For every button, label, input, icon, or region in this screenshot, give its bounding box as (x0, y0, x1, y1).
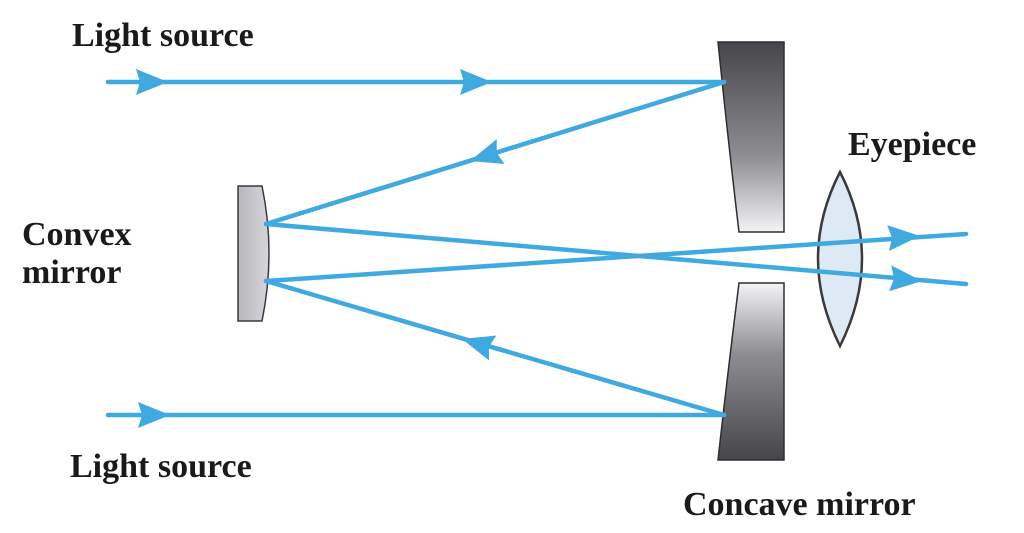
arrow-reflected-bottom (462, 335, 497, 361)
arrow-reflected-top (470, 139, 505, 164)
concave-mirror (717, 41, 785, 461)
arrow-bottom-left (138, 402, 170, 428)
ray-bottom-reflected (263, 278, 727, 418)
eyepiece-lens (816, 169, 864, 349)
ray-lower-to-eyepiece (263, 221, 969, 287)
light-source-top-label: Light source (72, 17, 254, 54)
ray-upper-to-eyepiece (263, 231, 969, 284)
convex-mirror-label-line2: mirror (22, 254, 122, 291)
convex-mirror-label-line1: Convex (22, 216, 132, 253)
light-source-bottom-label: Light source (70, 448, 252, 485)
concave-mirror-label: Concave mirror (683, 486, 916, 523)
convex-mirror (237, 185, 270, 322)
arrow-eyepiece-upper (887, 225, 920, 252)
concave-mirror-top-half (717, 41, 785, 233)
ray-arrows (136, 69, 922, 428)
arrow-top-left (136, 69, 168, 95)
concave-mirror-bottom-half (717, 282, 785, 461)
arrow-eyepiece-lower (889, 265, 922, 292)
convex-mirror-label: Convex mirror (22, 216, 132, 292)
arrow-top-middle (460, 69, 492, 95)
eyepiece-label: Eyepiece (848, 126, 977, 163)
